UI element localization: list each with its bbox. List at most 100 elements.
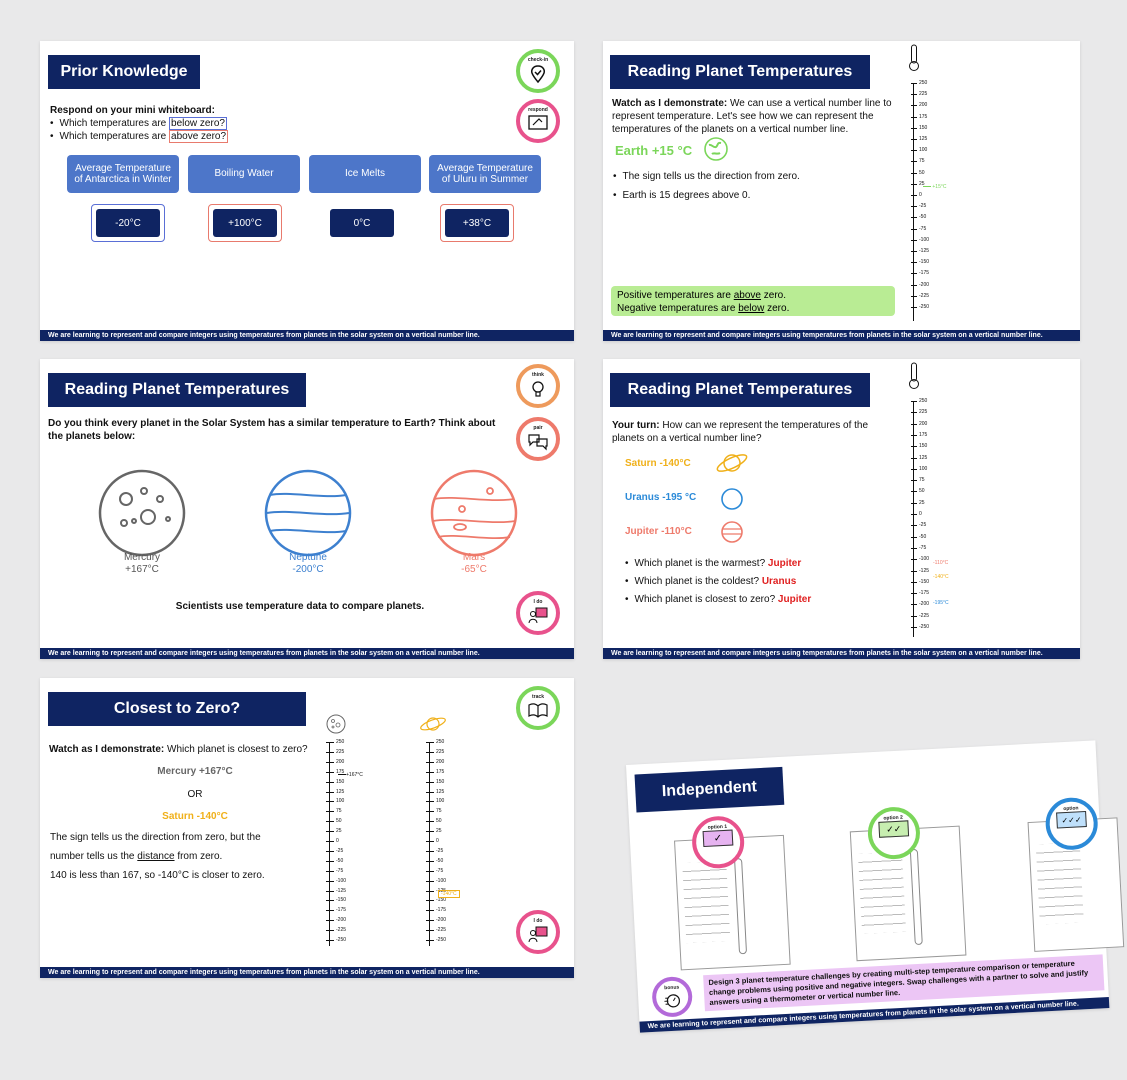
number-line-label: 125 xyxy=(919,136,928,142)
number-line-tick xyxy=(911,239,917,241)
number-line-label: 100 xyxy=(436,798,445,805)
or-text: OR xyxy=(187,789,203,800)
slide-footer: We are learning to represent and compare… xyxy=(40,330,574,341)
number-line-tick xyxy=(911,446,917,448)
mercury-option: Mercury +167°C xyxy=(157,766,233,777)
number-line-tick xyxy=(911,127,917,129)
mars-planet-icon xyxy=(430,469,518,557)
number-line-tick xyxy=(326,930,334,932)
prompt-head: Respond on your mini whiteboard: xyxy=(50,105,215,116)
number-line-label: -50 xyxy=(336,857,344,864)
slide-title: Reading Planet Temperatures xyxy=(610,373,870,407)
number-line-tick xyxy=(426,801,434,803)
number-line-tick xyxy=(326,771,334,773)
marker-uranus: -195°C xyxy=(933,600,949,606)
number-line-label: 225 xyxy=(919,91,928,98)
number-line-tick xyxy=(326,890,334,892)
number-line-label: 25 xyxy=(436,828,442,835)
number-line-tick xyxy=(326,860,334,862)
slide-title: Reading Planet Temperatures xyxy=(610,55,870,89)
speech-bubbles-icon xyxy=(528,434,548,451)
number-line-label: 175 xyxy=(919,431,928,438)
prompt-block: Respond on your mini whiteboard: Which t… xyxy=(50,104,470,143)
number-line-label: 125 xyxy=(436,788,445,795)
number-line-label: 50 xyxy=(336,818,342,825)
number-line-tick xyxy=(326,850,334,852)
number-line-label: -250 xyxy=(336,937,347,943)
number-line-label: 0 xyxy=(919,511,922,517)
stopwatch-icon xyxy=(664,994,681,1008)
number-line-axis xyxy=(429,742,430,946)
number-line-tick xyxy=(911,547,917,549)
number-line-label: 50 xyxy=(919,488,925,495)
number-line-tick xyxy=(426,940,434,941)
number-line-tick xyxy=(426,900,434,902)
number-line-tick xyxy=(911,307,917,308)
number-line-tick xyxy=(911,262,917,264)
number-line-tick xyxy=(911,116,917,118)
number-line-label: -100 xyxy=(919,556,930,563)
card-antarctica: Average Temperature of Antarctica in Win… xyxy=(67,155,179,193)
number-line-tick xyxy=(911,295,917,297)
neptune-planet-icon xyxy=(264,469,352,557)
slide-independent: Independent option 1 ✓ option 2 ✓✓ optio… xyxy=(626,740,1125,1033)
number-line-label: 0 xyxy=(336,838,339,844)
jupiter-label: Jupiter -110°C xyxy=(625,526,692,537)
temp-boiling: +100°C xyxy=(208,204,282,242)
number-line-tick xyxy=(426,890,434,892)
number-line-axis xyxy=(329,742,330,946)
number-line-axis xyxy=(913,83,914,321)
number-line-tick xyxy=(911,284,917,286)
marker-earth: +15°C xyxy=(923,184,946,190)
number-line-label: -150 xyxy=(919,578,930,585)
slide-footer: We are learning to represent and compare… xyxy=(40,648,574,659)
i-do-badge: I do xyxy=(516,910,560,954)
number-line-label: -100 xyxy=(919,236,930,243)
number-line-tick xyxy=(326,761,334,763)
number-line-tick xyxy=(426,910,434,912)
slide-title: Prior Knowledge xyxy=(48,55,200,89)
slide-footer: We are learning to represent and compare… xyxy=(40,967,574,978)
number-line-label: 250 xyxy=(919,398,928,404)
number-line-label: -175 xyxy=(919,590,930,597)
number-line-tick xyxy=(911,593,917,595)
number-line-tick xyxy=(911,457,917,459)
teacher-board-icon xyxy=(528,926,548,943)
number-line-tick xyxy=(911,94,917,96)
slide-reading-temps-planets: Reading Planet Temperatures think pair D… xyxy=(40,359,574,659)
number-line-label: 150 xyxy=(436,778,445,785)
i-do-badge: I do xyxy=(516,591,560,635)
number-line-tick xyxy=(911,434,917,436)
number-line-tick xyxy=(326,831,334,833)
number-line-tick xyxy=(911,615,917,617)
double-check-icon: ✓✓ xyxy=(878,820,910,838)
number-line-tick xyxy=(426,781,434,783)
marker-saturn: -140°C xyxy=(438,890,460,898)
number-line-tick xyxy=(911,570,917,572)
number-line-label: 50 xyxy=(919,169,925,176)
question-coldest: Which planet is the coldest? Uranus xyxy=(625,576,797,587)
number-line-tick xyxy=(326,841,334,842)
saturn-label: Saturn -140°C xyxy=(625,458,691,469)
number-line-label: 75 xyxy=(919,158,925,165)
number-line-label: -25 xyxy=(919,203,927,210)
number-line-label: -175 xyxy=(436,907,447,914)
number-line-tick xyxy=(911,401,917,402)
number-line-label: 200 xyxy=(919,102,928,109)
number-line-label: -25 xyxy=(336,847,344,854)
number-line-label: -175 xyxy=(336,907,347,914)
number-line-label: 200 xyxy=(336,758,345,765)
slide-footer: We are learning to represent and compare… xyxy=(603,330,1080,341)
number-line-tick xyxy=(911,559,917,561)
number-line-label: 125 xyxy=(919,454,928,461)
question-closest-zero: Which planet is closest to zero? Jupiter xyxy=(625,594,812,605)
bullet-earth-above: Earth is 15 degrees above 0. xyxy=(613,190,751,201)
number-line-label: -50 xyxy=(919,533,927,540)
number-line-label: 175 xyxy=(336,768,345,775)
number-line-label: -225 xyxy=(336,927,347,934)
whiteboard-icon xyxy=(528,115,548,130)
number-line-label: 100 xyxy=(336,798,345,805)
number-line-label: -250 xyxy=(919,624,930,630)
number-line-label: 200 xyxy=(919,420,928,427)
